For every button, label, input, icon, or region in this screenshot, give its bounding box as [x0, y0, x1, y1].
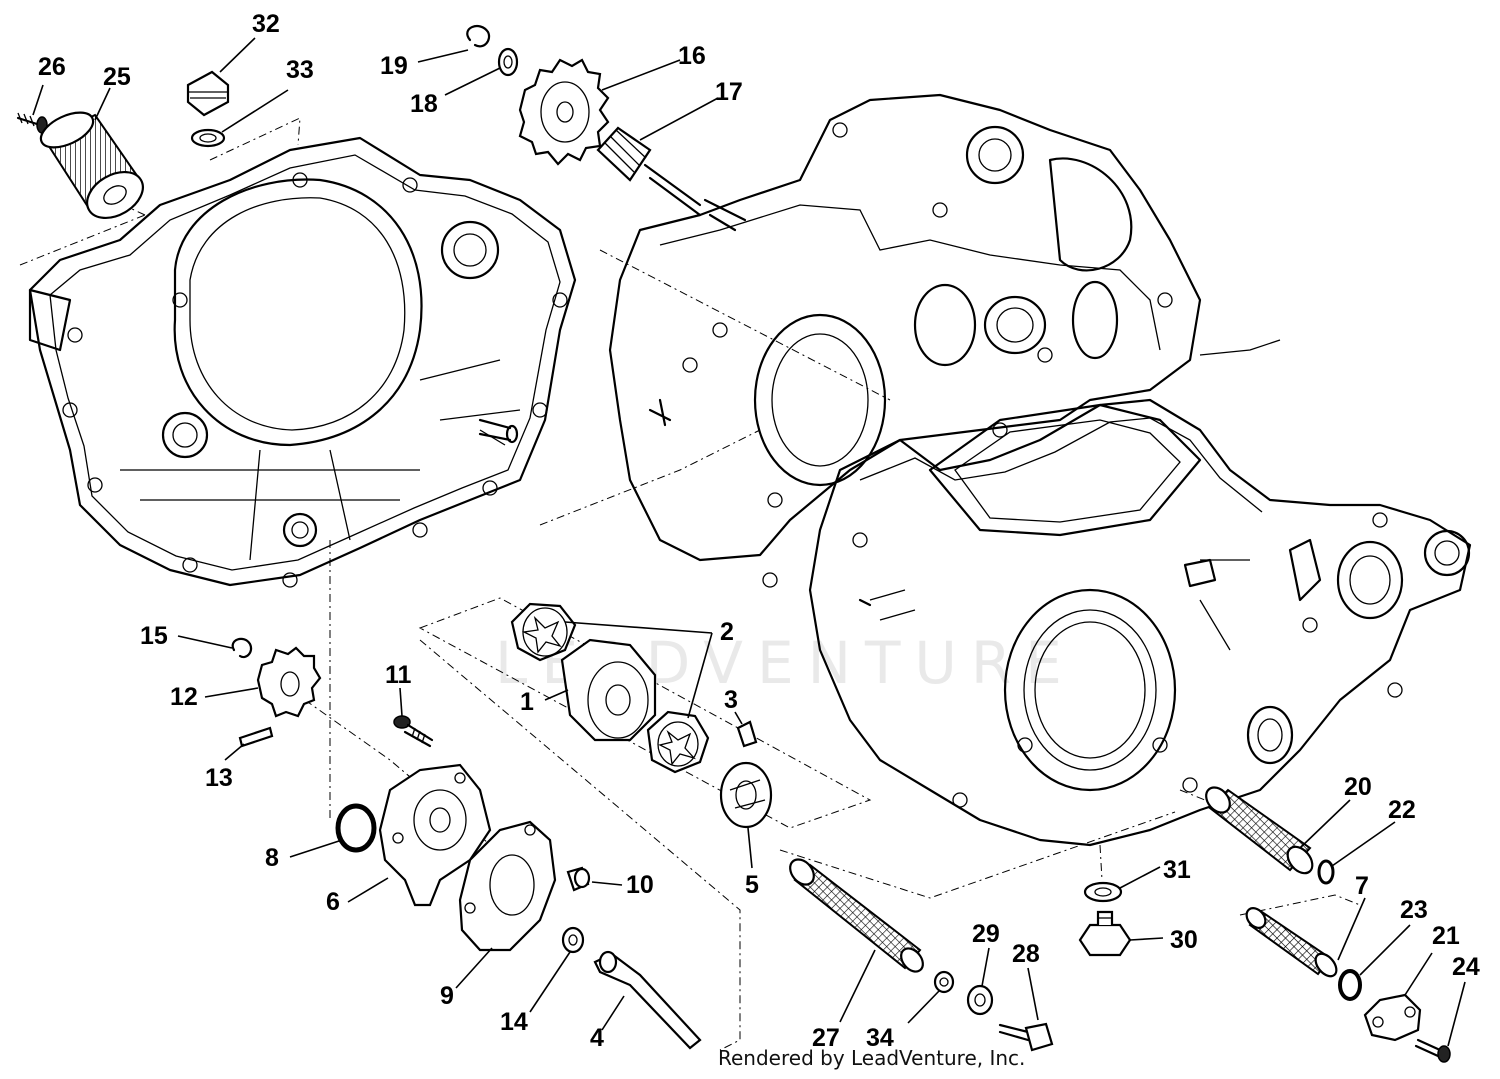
bushing-part-10 [566, 866, 591, 892]
callout-29: 29 [972, 920, 1000, 948]
callout-11: 11 [385, 661, 412, 689]
callout-23: 23 [1400, 896, 1428, 924]
callout-25: 25 [103, 63, 131, 91]
screen-part-7 [1245, 907, 1338, 978]
drain-plug-part-32 [186, 70, 230, 117]
crankcase-cover-left [28, 136, 577, 588]
callout-4: 4 [590, 1024, 604, 1052]
washer-part-33 [190, 128, 226, 148]
callout-16: 16 [678, 42, 706, 70]
callout-20: 20 [1344, 773, 1372, 801]
callout-12: 12 [170, 683, 198, 711]
pin-part-13 [238, 726, 274, 748]
rotor-part-2b [646, 710, 710, 774]
callout-21: 21 [1432, 922, 1460, 950]
callout-9: 9 [440, 982, 454, 1010]
callout-19: 19 [380, 52, 408, 80]
bearing-part-17 [596, 126, 702, 217]
callout-22: 22 [1388, 796, 1416, 824]
o-ring-part-23 [1338, 969, 1362, 1001]
callout-31: 31 [1163, 856, 1191, 884]
screen-part-27 [789, 858, 924, 973]
crankcase-half-front [808, 398, 1472, 847]
gear-part-12 [256, 646, 322, 718]
cover-part-21 [1363, 993, 1422, 1042]
callout-2: 2 [720, 618, 734, 646]
callout-24: 24 [1452, 953, 1480, 981]
washer-part-34 [933, 970, 955, 994]
washer-part-14 [561, 926, 585, 954]
oil-filter-part-25 [39, 111, 144, 220]
callout-10: 10 [626, 871, 654, 899]
callout-33: 33 [286, 56, 314, 84]
screen-part-20 [1205, 786, 1314, 875]
bolt-part-26 [16, 112, 48, 134]
bolt-part-28 [998, 1022, 1054, 1052]
pump-plate-part-9 [458, 820, 557, 952]
pin-part-3 [736, 720, 758, 748]
leader-lines [32, 37, 1466, 1047]
callout-13: 13 [205, 764, 233, 792]
callout-7: 7 [1355, 872, 1369, 900]
callout-5: 5 [745, 871, 759, 899]
callout-17: 17 [715, 78, 743, 106]
callout-30: 30 [1170, 926, 1198, 954]
callout-18: 18 [410, 90, 438, 118]
rotor-part-2a [510, 602, 577, 662]
callout-34: 34 [866, 1024, 894, 1052]
washer-part-18 [497, 47, 519, 77]
callout-6: 6 [326, 888, 340, 916]
callout-26: 26 [38, 53, 66, 81]
callout-15: 15 [140, 622, 168, 650]
callout-1: 1 [520, 688, 534, 716]
o-ring-part-22 [1317, 859, 1335, 885]
callout-32: 32 [252, 10, 280, 38]
render-credit: Rendered by LeadVenture, Inc. [718, 1046, 1026, 1070]
circlip-part-15 [231, 637, 253, 659]
callout-labels: 26 25 32 33 19 18 16 17 15 12 13 11 8 6 … [38, 10, 1480, 1052]
callout-27: 27 [812, 1024, 840, 1052]
drain-plug-part-30 [1078, 910, 1132, 957]
callout-28: 28 [1012, 940, 1040, 968]
washer-part-31 [1083, 881, 1123, 903]
circlip-part-19 [466, 24, 491, 48]
callout-8: 8 [265, 844, 279, 872]
bolt-part-11 [393, 715, 434, 748]
washer-part-29 [966, 984, 994, 1016]
assembly-guide-lines [19, 117, 1361, 1051]
bolt-part-24 [1414, 1038, 1451, 1063]
pump-shaft-part-4 [593, 950, 702, 1050]
o-ring-part-8 [335, 803, 377, 853]
rotor-plate-part-5 [719, 761, 773, 829]
crankcase-half-rear [608, 93, 1281, 588]
rotor-housing-part-1 [560, 638, 657, 742]
callout-14: 14 [500, 1008, 528, 1036]
callout-3: 3 [724, 686, 738, 714]
gear-part-16 [518, 58, 610, 166]
